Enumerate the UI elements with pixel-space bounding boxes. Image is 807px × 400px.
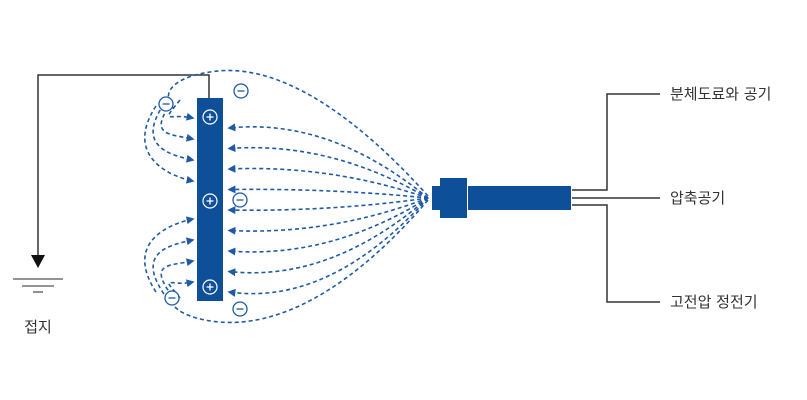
field-line-front xyxy=(227,197,429,297)
field-line-front xyxy=(227,197,429,277)
field-line-outer-top xyxy=(167,69,429,197)
field-line-front xyxy=(227,197,429,215)
ground-arrow-icon xyxy=(31,255,45,268)
electric-field-lines xyxy=(143,69,429,324)
gun-nozzle-collar xyxy=(440,178,467,218)
ground-wire xyxy=(31,74,210,268)
spray-gun xyxy=(432,178,571,218)
field-line-front xyxy=(227,123,429,199)
negative-charges xyxy=(158,83,249,317)
field-line-front xyxy=(227,185,429,199)
high-voltage-line xyxy=(572,204,660,303)
field-line-front xyxy=(227,197,429,235)
field-line-front xyxy=(227,144,429,199)
field-line-front xyxy=(227,197,429,256)
positive-charge-icon xyxy=(202,279,218,295)
field-line-back-top xyxy=(168,99,195,121)
ground-label: 접지 xyxy=(24,318,52,336)
field-line-back-bottom xyxy=(160,258,195,297)
positive-charge-icon xyxy=(202,109,218,125)
negative-charge-icon xyxy=(164,290,180,306)
negative-charge-icon xyxy=(233,83,249,99)
field-line-outer-bottom xyxy=(170,199,429,324)
powder-air-line xyxy=(572,93,660,191)
ground-icon xyxy=(13,278,63,293)
gun-nozzle-tip xyxy=(432,186,442,210)
negative-charge-icon xyxy=(232,301,248,317)
field-line-back-top xyxy=(152,103,195,163)
positive-charge-icon xyxy=(202,193,218,209)
negative-charge-icon xyxy=(232,192,248,208)
field-line-front xyxy=(227,164,429,199)
field-line-back-bottom xyxy=(152,237,195,295)
positive-charges xyxy=(202,109,218,295)
field-line-back-bottom xyxy=(143,216,195,293)
powder-air-label: 분체도료와 공기 xyxy=(670,85,771,103)
gun-barrel xyxy=(468,186,571,210)
compressed-air-label: 압축공기 xyxy=(670,189,725,207)
field-line-back-top xyxy=(143,105,195,184)
high-voltage-label: 고전압 정전기 xyxy=(670,293,758,311)
gun-connections xyxy=(572,93,660,303)
negative-charge-icon xyxy=(158,96,174,112)
